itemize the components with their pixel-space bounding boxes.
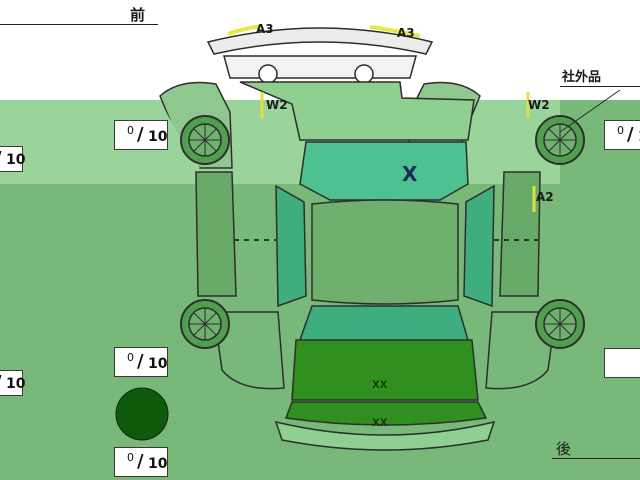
front-fender-left-outer: [0, 100, 200, 168]
wheel-rear-left: [180, 299, 230, 349]
headlight-right: [354, 64, 374, 84]
windshield: [299, 141, 469, 201]
trunk-xx-label: XX: [372, 377, 388, 392]
score-box-left-mid: 0 / 10: [114, 347, 168, 377]
headlight-left: [258, 64, 278, 84]
door-right: [463, 184, 495, 308]
bumper-xx-label: XX: [372, 415, 388, 430]
front-bumper-yellow-left: [227, 24, 263, 36]
score-box-cut-left-top: / 10: [0, 146, 25, 172]
roof: [311, 199, 459, 305]
door-left: [275, 184, 307, 308]
aftermarket-label: 社外品: [562, 70, 602, 85]
rear-bumper: [274, 420, 496, 451]
w2-left-label: W2: [266, 98, 288, 112]
a2-label: A2: [536, 190, 554, 204]
w2-right-label: W2: [528, 98, 550, 112]
wheel-front-right: [535, 115, 585, 165]
score-box-right-top: 0 / 10: [604, 120, 640, 150]
aftermarket-leader: [559, 89, 621, 133]
body-left: [195, 171, 237, 297]
front-bumper: [206, 27, 434, 55]
front-label: 前: [130, 6, 146, 24]
score-box-left-bottom: 0 / 10: [114, 447, 168, 477]
front-underline: [0, 24, 158, 25]
trunk: [291, 339, 479, 401]
windshield-x-label: X: [402, 162, 418, 186]
rear-underline: [552, 458, 640, 459]
body-right: [499, 171, 541, 297]
background-band-right: [560, 100, 640, 480]
a3-left-label: A3: [256, 22, 274, 36]
score-box-cut-left-bottom: / 10: [0, 370, 25, 396]
wheel-rear-right: [535, 299, 585, 349]
front-grille: [223, 55, 417, 79]
a3-right-label: A3: [397, 26, 415, 40]
dark-circle-marker: [115, 387, 169, 441]
rear-label: 後: [556, 440, 572, 458]
aftermarket-underline: [560, 86, 640, 87]
hood: [239, 81, 475, 141]
rear-fender-left: [213, 311, 285, 390]
score-box-left-top: 0 / 10: [114, 120, 168, 150]
rear-bumper-inner: [284, 401, 488, 426]
front-bumper-yellow-right: [369, 25, 421, 38]
wheel-front-left: [180, 115, 230, 165]
score-box-cut-right-bottom: [604, 348, 640, 378]
